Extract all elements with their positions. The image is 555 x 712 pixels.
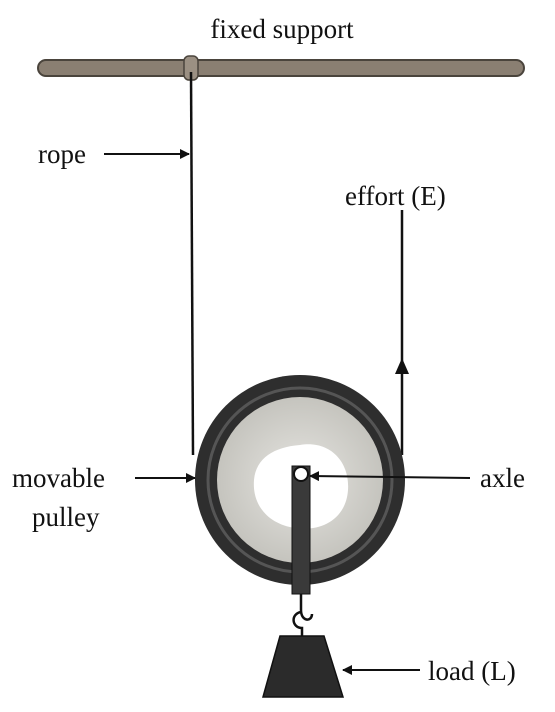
effort-label: effort (E) bbox=[345, 181, 446, 211]
rope-left-segment bbox=[189, 71, 195, 456]
axle-pin bbox=[293, 466, 309, 482]
pulley-label: pulley bbox=[32, 502, 100, 532]
axle-label: axle bbox=[480, 463, 525, 493]
hanger-strap bbox=[291, 465, 311, 595]
support-bar bbox=[37, 59, 525, 77]
load-label: load (L) bbox=[428, 656, 516, 686]
rope-label: rope bbox=[38, 139, 86, 169]
load-block bbox=[262, 635, 345, 698]
fixed-support-label: fixed support bbox=[210, 14, 354, 44]
hook-icon bbox=[299, 594, 314, 621]
axle-pointer-arrow bbox=[309, 471, 471, 482]
movable-label: movable bbox=[12, 463, 105, 493]
hook-lower bbox=[292, 610, 304, 636]
fixed-support bbox=[37, 55, 525, 81]
movable-pulley-wheel bbox=[195, 375, 405, 636]
effort-arrow-icon bbox=[395, 358, 409, 374]
